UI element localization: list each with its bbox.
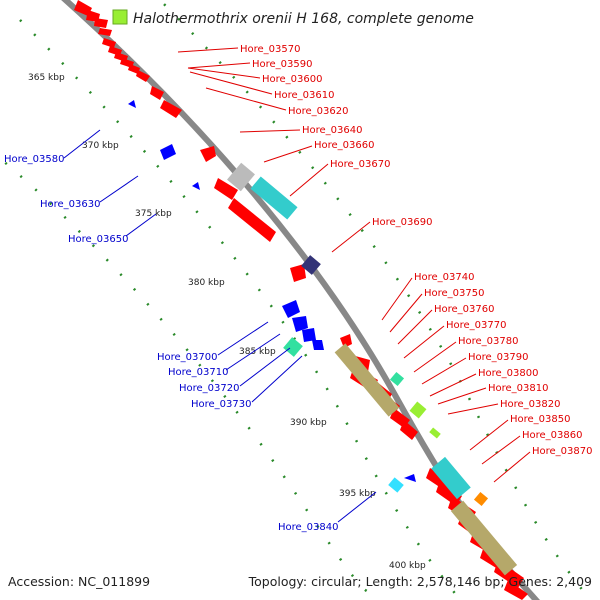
gene-label[interactable]: Hore_03580 — [4, 154, 65, 165]
gene-label[interactable]: Hore_03760 — [434, 304, 495, 315]
gene-label[interactable]: Hore_03730 — [191, 399, 252, 410]
gene-label[interactable]: Hore_03770 — [446, 320, 507, 331]
gene-label[interactable]: Hore_03860 — [522, 430, 583, 441]
reverse-leaders — [63, 129, 377, 523]
gene-label[interactable]: Hore_03630 — [40, 199, 101, 210]
kbp-scale: 365 kbp 370 kbp 375 kbp 380 kbp 385 kbp … — [28, 73, 426, 571]
tick-label: 400 kbp — [389, 561, 426, 571]
tick-label: 395 kbp — [339, 489, 376, 499]
gene-label[interactable]: Hore_03640 — [302, 125, 363, 136]
reverse-labels: Hore_03580 Hore_03630 Hore_03650 Hore_03… — [4, 154, 339, 533]
tick-label: 365 kbp — [28, 73, 65, 83]
genome-summary: Topology: circular; Length: 2,578,146 bp… — [248, 574, 592, 589]
forward-leaders — [177, 47, 531, 483]
gene-label[interactable]: Hore_03870 — [532, 446, 593, 457]
gene-label[interactable]: Hore_03570 — [240, 44, 301, 55]
gene-label[interactable]: Hore_03620 — [288, 106, 349, 117]
gene-label[interactable]: Hore_03780 — [458, 336, 519, 347]
gene-label[interactable]: Hore_03750 — [424, 288, 485, 299]
tick-label: 380 kbp — [188, 278, 225, 288]
forward-labels: Hore_03570 Hore_03590 Hore_03600 Hore_03… — [240, 44, 593, 457]
tick-label: 390 kbp — [290, 418, 327, 428]
gene-label[interactable]: Hore_03670 — [330, 159, 391, 170]
gene-label[interactable]: Hore_03690 — [372, 217, 433, 228]
accession-text: Accession: NC_011899 — [8, 574, 150, 589]
gene-label[interactable]: Hore_03810 — [488, 383, 549, 394]
gene-label[interactable]: Hore_03700 — [157, 352, 218, 363]
gene-label[interactable]: Hore_03710 — [168, 367, 229, 378]
gene-label[interactable]: Hore_03600 — [262, 74, 323, 85]
gene-label[interactable]: Hore_03610 — [274, 90, 335, 101]
gene-label[interactable]: Hore_03720 — [179, 383, 240, 394]
gene-label[interactable]: Hore_03740 — [414, 272, 475, 283]
gene-label[interactable]: Hore_03790 — [468, 352, 529, 363]
gene-features[interactable] — [74, 0, 528, 600]
map-title: Halothermothrix orenii H 168, complete g… — [133, 11, 474, 27]
tick-label: 370 kbp — [82, 141, 119, 151]
gene-label[interactable]: Hore_03650 — [68, 234, 129, 245]
gene-label[interactable]: Hore_03820 — [500, 399, 561, 410]
tick-label: 385 kbp — [239, 347, 276, 357]
title-marker — [112, 9, 128, 25]
gene-label[interactable]: Hore_03850 — [510, 414, 571, 425]
gene-label[interactable]: Hore_03800 — [478, 368, 539, 379]
tick-label: 375 kbp — [135, 209, 172, 219]
gene-label[interactable]: Hore_03660 — [314, 140, 375, 151]
gene-label[interactable]: Hore_03590 — [252, 59, 313, 70]
gene-label[interactable]: Hore_03840 — [278, 522, 339, 533]
